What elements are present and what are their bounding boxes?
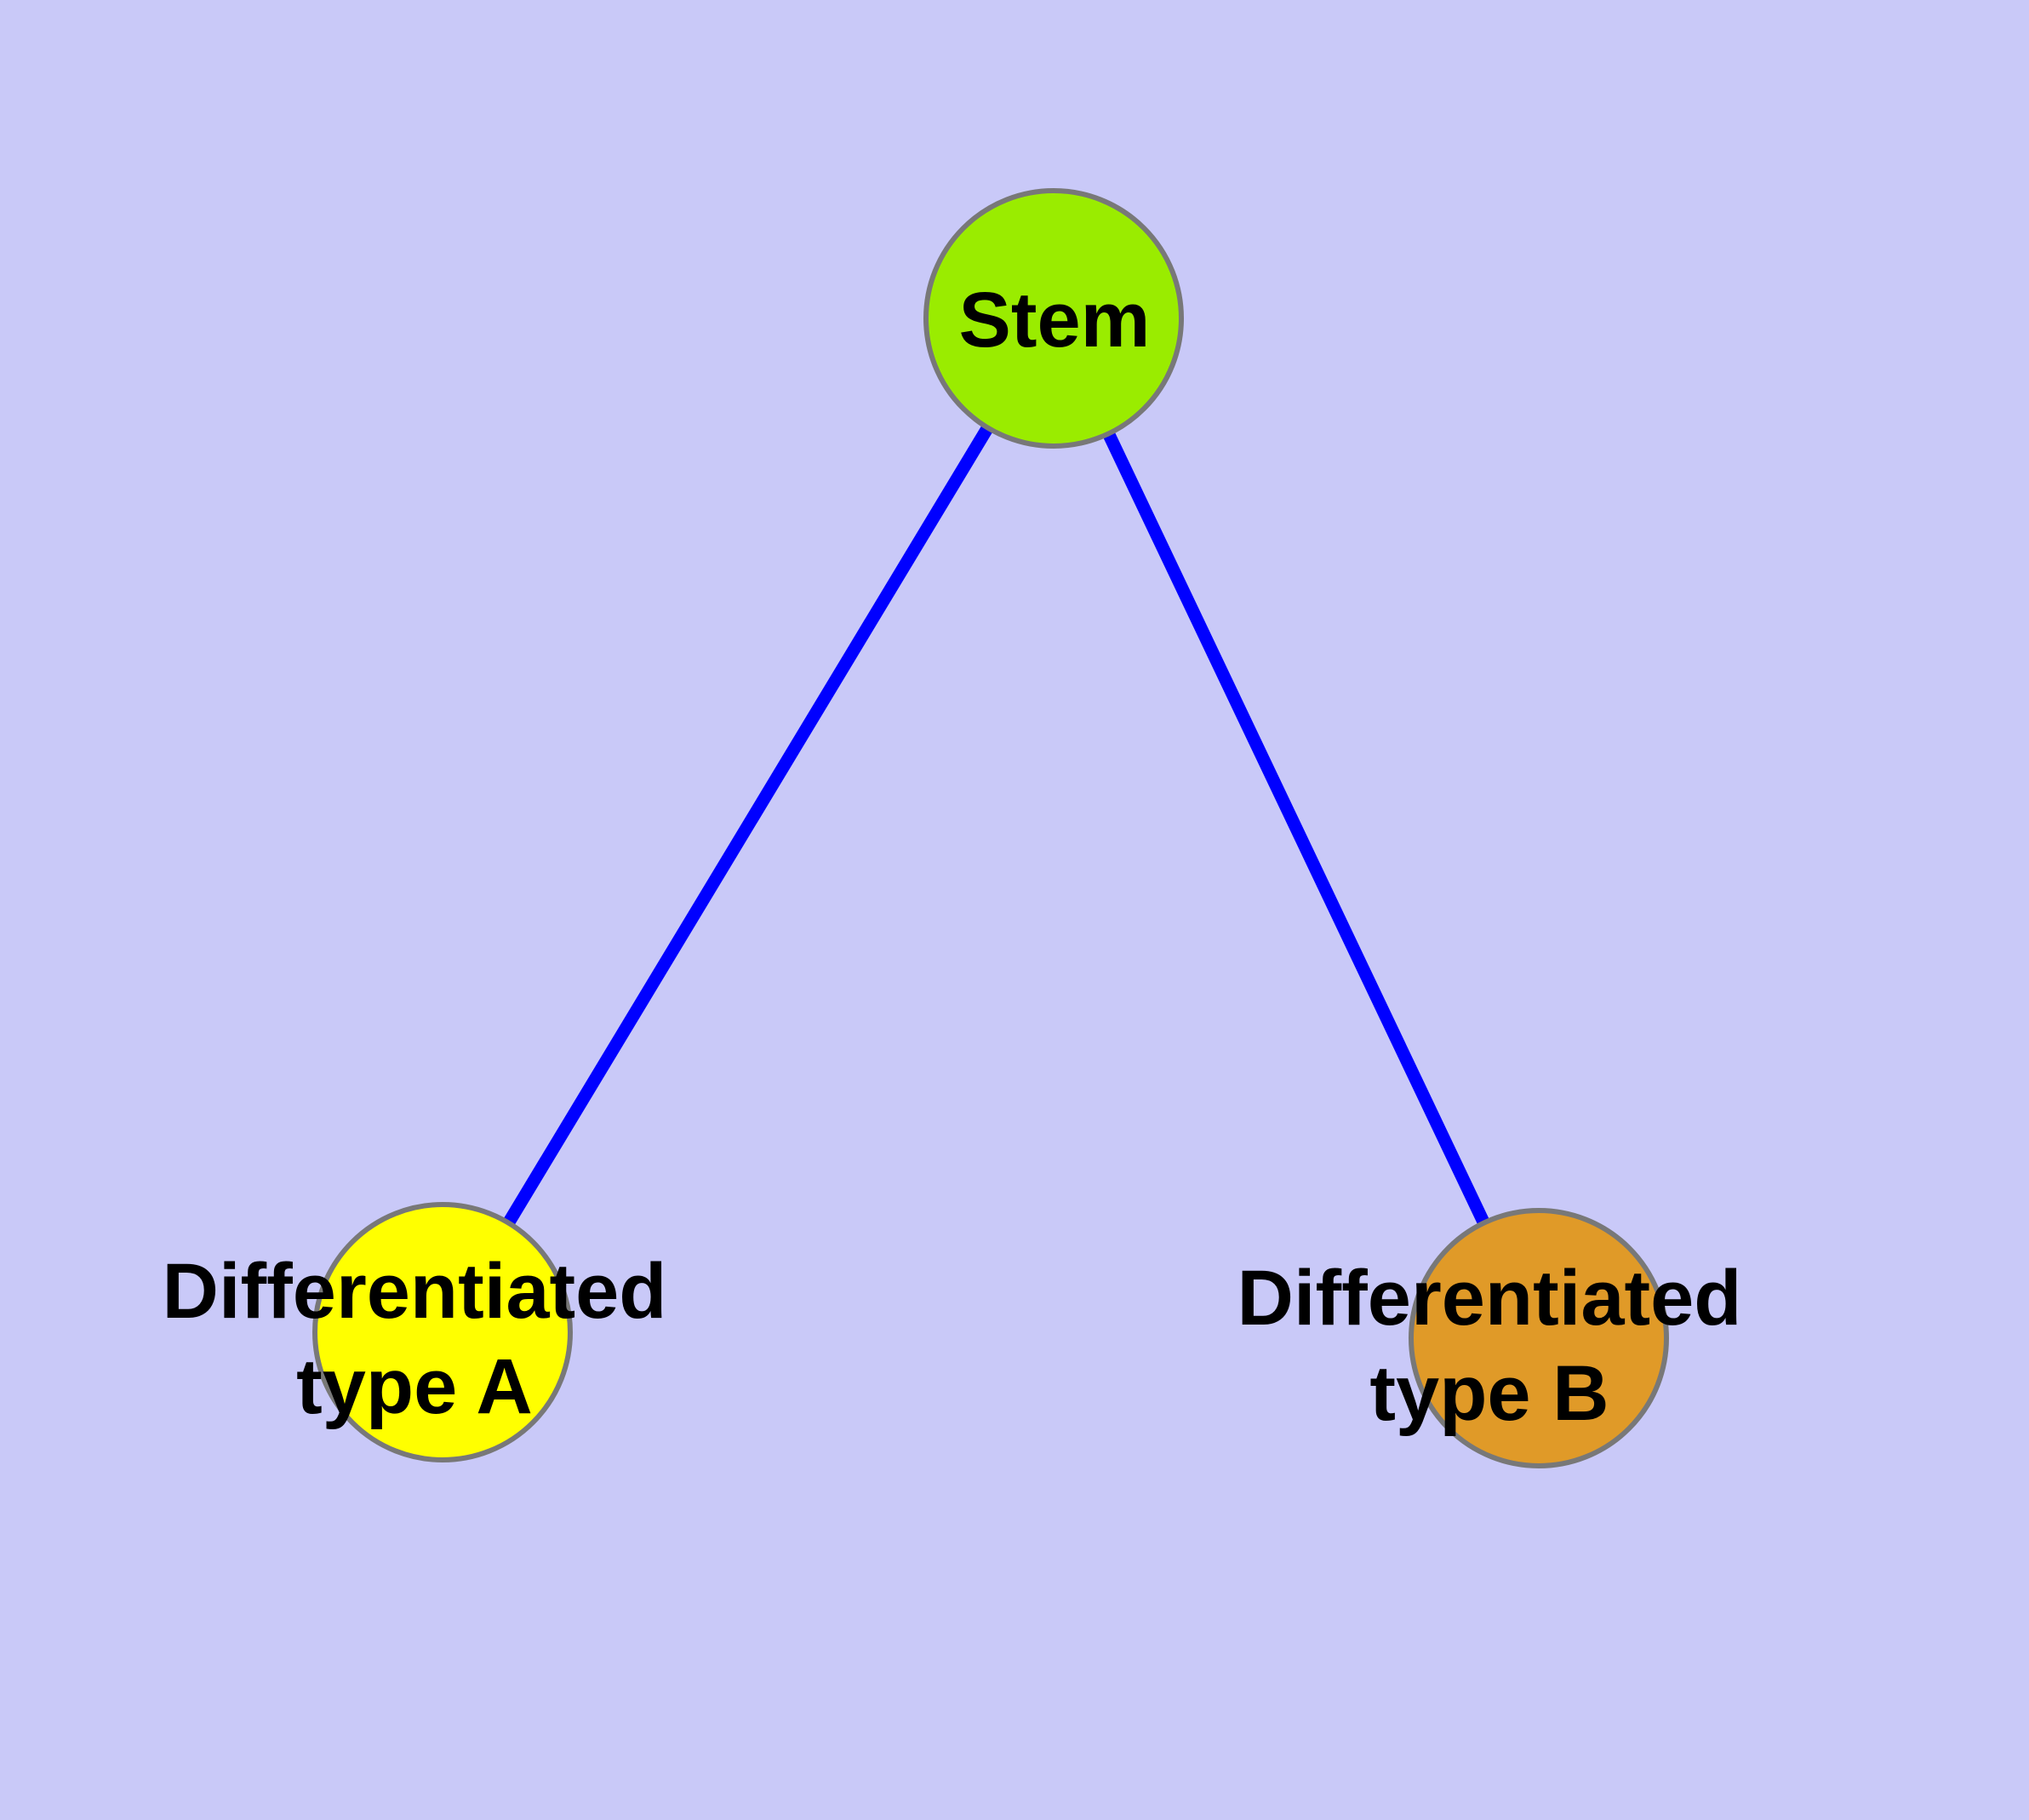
node-differentiated-type-a-circle <box>312 1202 573 1462</box>
node-stem-label: Stem <box>959 277 1151 363</box>
edge-stem-differentiated-type-b <box>1048 315 1545 1342</box>
node-differentiated-type-a-label-line-1: Differentiated <box>163 1248 667 1335</box>
node-stem-circle <box>923 188 1184 449</box>
node-differentiated-type-b-circle <box>1409 1208 1669 1468</box>
nodes-layer <box>312 188 1669 1468</box>
edge-stem-differentiated-type-a <box>437 315 1060 1336</box>
node-differentiated-type-b-label-line-2: type B <box>1369 1350 1609 1437</box>
node-stem-label-line-1: Stem <box>959 277 1151 363</box>
node-differentiated-type-b-label-line-1: Differentiated <box>1237 1255 1742 1342</box>
edges-layer <box>437 315 1545 1342</box>
node-differentiated-type-a-label-line-2: type A <box>296 1343 533 1430</box>
